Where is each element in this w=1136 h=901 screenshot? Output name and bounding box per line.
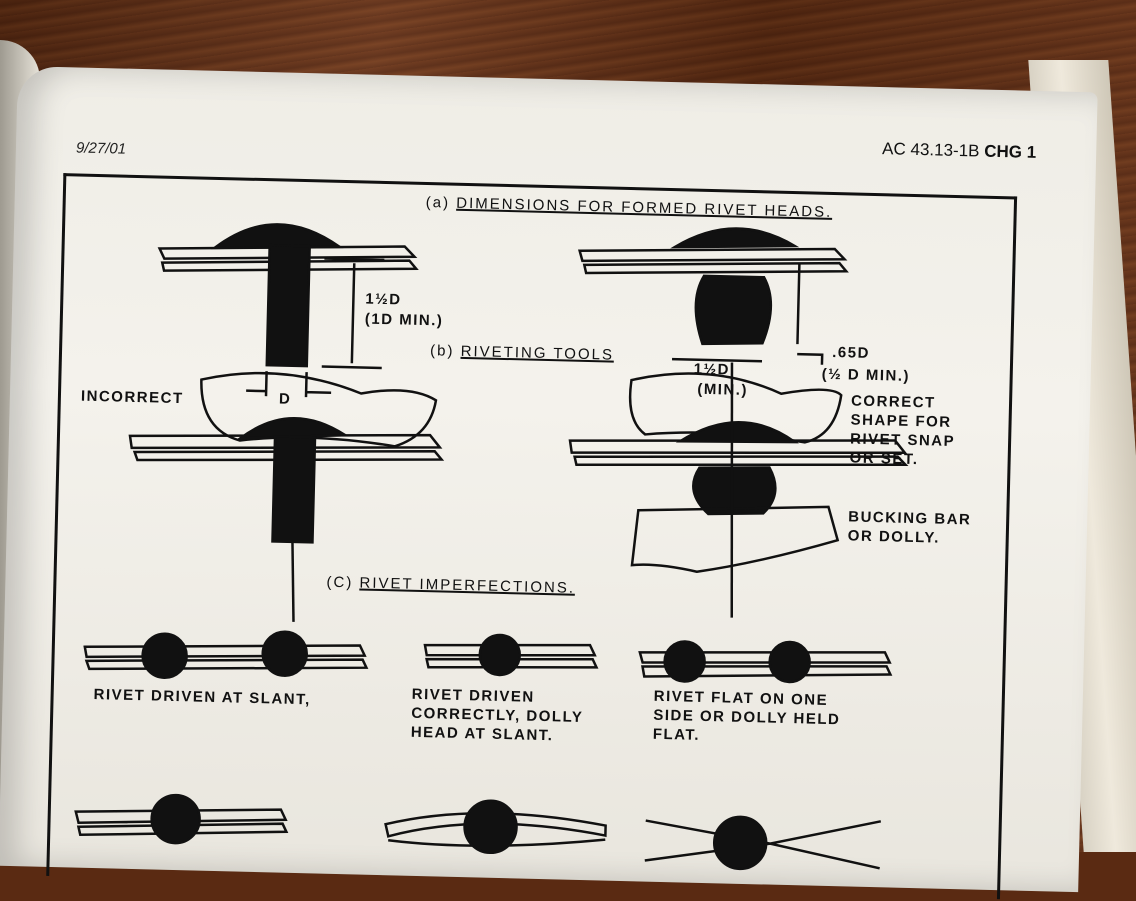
rivet-figure xyxy=(74,223,909,871)
plate-c4 xyxy=(74,808,289,837)
correct-line-3: RIVET SNAP xyxy=(849,430,956,451)
dim-diameter: D xyxy=(278,390,292,408)
change-number: CHG 1 xyxy=(984,141,1037,162)
document-reference: AC 43.13-1B CHG 1 xyxy=(882,139,1036,163)
dim-left-length: 1½D xyxy=(365,290,402,309)
dim-right-width: 1½D xyxy=(693,360,731,379)
label-bucking-bar: BUCKING BAR OR DOLLY. xyxy=(848,507,972,548)
rivet-c3-b xyxy=(768,640,811,684)
dim-right-height: .65D xyxy=(832,343,871,362)
dim-line-a-right xyxy=(672,264,824,365)
rivet-shank-a-left xyxy=(265,243,311,368)
label-incorrect: INCORRECT xyxy=(80,387,184,408)
section-c-prefix: (C) xyxy=(326,573,354,592)
plate-a-right xyxy=(578,247,849,275)
page-date: 9/27/01 xyxy=(75,139,127,158)
plate-c1 xyxy=(83,644,369,671)
rivet-c1-a xyxy=(141,632,188,680)
section-a-prefix: (a) xyxy=(425,194,451,212)
label-correct-shape: CORRECT SHAPE FOR RIVET SNAP OR SET. xyxy=(849,391,956,470)
correct-line-2: SHAPE FOR xyxy=(850,411,952,431)
set-tool-correct xyxy=(628,372,843,444)
rivet-c5 xyxy=(463,799,518,855)
section-b-heading: RIVETING TOOLS xyxy=(460,342,615,364)
section-b-prefix: (b) xyxy=(429,342,455,360)
rivet-c1-b xyxy=(261,630,308,677)
rivet-c3-a xyxy=(663,640,706,683)
dim-right-height-min: (½ D MIN.) xyxy=(821,365,911,385)
bucking-line-2: OR DOLLY. xyxy=(847,527,941,547)
dim-line-a-left xyxy=(246,257,385,398)
rivet-head-a-left xyxy=(210,223,344,250)
bucked-head-a-right xyxy=(694,274,773,346)
rivet-c2 xyxy=(478,633,522,677)
bucked-head-b-right xyxy=(692,466,777,516)
plate-c2 xyxy=(423,643,599,669)
rivet-head-a-right xyxy=(670,227,800,249)
caption-flat: RIVET FLAT ON ONE SIDE OR DOLLY HELD FLA… xyxy=(653,687,841,749)
rivet-c6 xyxy=(712,815,768,871)
rivet-head-b-left xyxy=(236,417,350,440)
correct-line-4: OR SET. xyxy=(849,449,919,469)
rivet-c4 xyxy=(150,793,201,845)
dim-left-min: (1D MIN.) xyxy=(364,310,444,330)
caption-dolly-slant: RIVET DRIVEN CORRECTLY, DOLLY HEAD AT SL… xyxy=(411,685,584,746)
correct-line-1: CORRECT xyxy=(850,392,936,412)
bucking-bar xyxy=(630,505,840,574)
rivet-shank-b-left xyxy=(271,435,317,544)
centerline-b-right xyxy=(730,362,734,618)
figure-frame: (a) DIMENSIONS FOR FORMED RIVET HEADS. (… xyxy=(46,173,1018,900)
rivet-head-b-right xyxy=(675,420,799,444)
dim-right-width-min: (MIN.) xyxy=(697,380,749,399)
reference-number: AC 43.13-1B xyxy=(881,139,980,161)
centerline-b-left xyxy=(291,541,295,622)
book-page: 9/27/01 AC 43.13-1B CHG 1 xyxy=(0,66,1098,900)
